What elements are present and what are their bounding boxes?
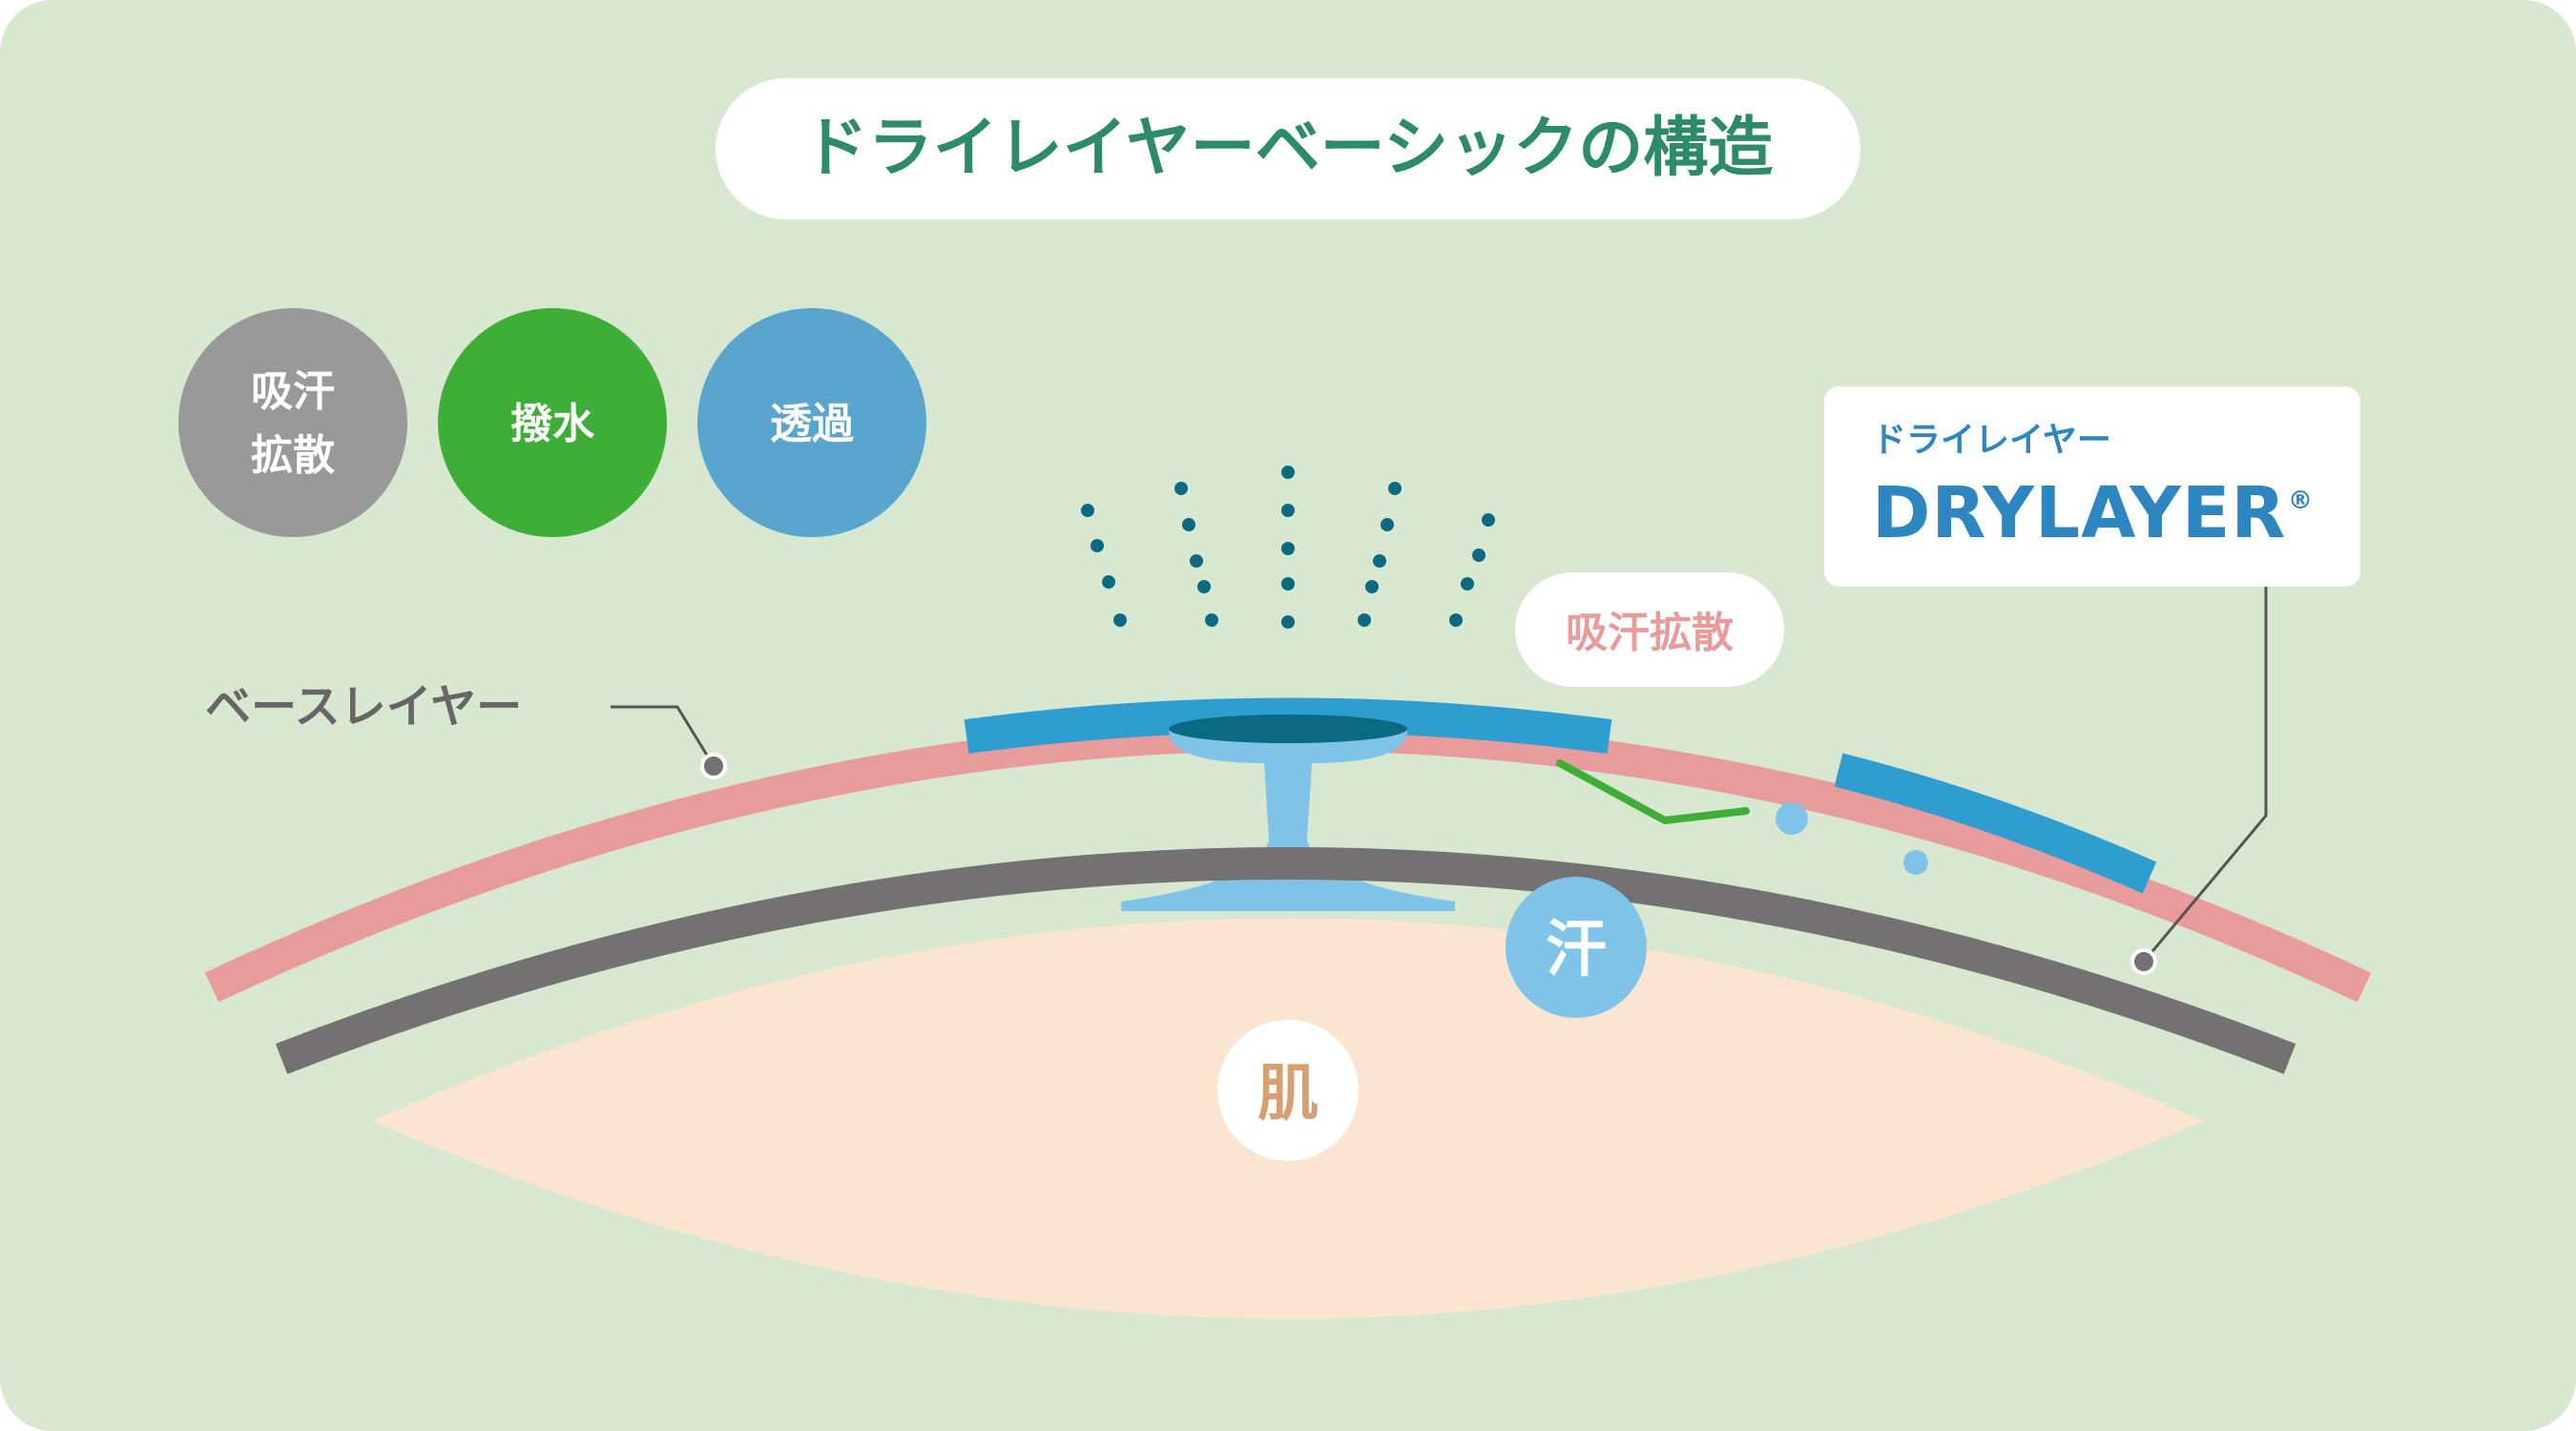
vapor-dot [1373,554,1386,568]
repellent-fiber [1556,759,1750,824]
vapor-dot [1091,539,1104,552]
brand-name: DRYLAYER [1872,472,2286,554]
evaporation-dots [1081,466,1495,629]
legend-circle-water-repellent [438,308,667,537]
brand-box-bg [1824,386,2360,587]
legend-label-line1: 吸汗 [251,367,335,416]
vapor-dot [1281,615,1295,629]
base-layer-leader-dot [700,753,727,779]
base-layer-arc [275,847,2296,1074]
legend-label-line2: 拡散 [251,431,335,480]
vapor-dot [1281,466,1295,479]
base-layer-label: ベースレイヤー [205,680,522,734]
legend-circle-absorb-diffuse [178,308,407,537]
vapor-dot [1081,504,1094,517]
vapor-dot [1365,580,1379,593]
vapor-dot [1197,580,1211,593]
vapor-dot [1381,518,1394,531]
brand-leader-line [2142,587,2268,963]
brand-kana: ドライレイヤー [1872,421,2111,460]
sweat-droplet [1903,850,1928,875]
skin-circle [1217,1020,1359,1161]
vapor-dot [1190,554,1203,568]
vapor-dot [1281,504,1295,517]
sweat-circle [1506,877,1647,1018]
legend-label: 撥水 [510,400,595,448]
vapor-dot [1205,613,1218,627]
vapor-dot [1472,549,1485,562]
vapor-dot [1281,542,1295,555]
vapor-dot [1482,513,1495,527]
water-repellent-segment-right [1834,753,2157,894]
legend-absorb-diffuse: 吸汗 拡散 [178,308,407,537]
vapor-dot [1113,613,1127,627]
absorb-diffuse-pill [1515,572,1784,687]
absorb-diffuse-label: 吸汗拡散 [1566,609,1734,657]
vapor-dot [1281,577,1295,591]
brand-leader-dot [2130,948,2157,975]
vapor-dot [1358,613,1371,627]
base-layer-leader-line [611,705,716,767]
title-pill [716,78,1860,219]
vapor-dot [1388,482,1402,495]
legend-water-repellent: 撥水 [438,308,667,537]
brand-registered-mark: ® [2288,487,2313,515]
skin-label: 肌 [1257,1059,1319,1130]
sweat-droplet [1776,802,1808,835]
brand-box: ドライレイヤー DRYLAYER ® [1824,386,2360,587]
legend-permeable: 透過 [697,308,926,537]
sweat-label: 汗 [1546,915,1607,985]
legend-circle-permeable [697,308,926,537]
page-title: ドライレイヤーベーシックの構造 [803,111,1774,186]
vapor-dot [1461,577,1474,591]
vapor-dot [1449,613,1463,627]
vapor-dot [1182,518,1195,531]
legend-label: 透過 [770,400,855,448]
vapor-dot [1102,575,1115,589]
vapor-dot [1174,482,1188,495]
sweat-pool [1169,715,1407,743]
sweat-channel [1121,730,1455,911]
